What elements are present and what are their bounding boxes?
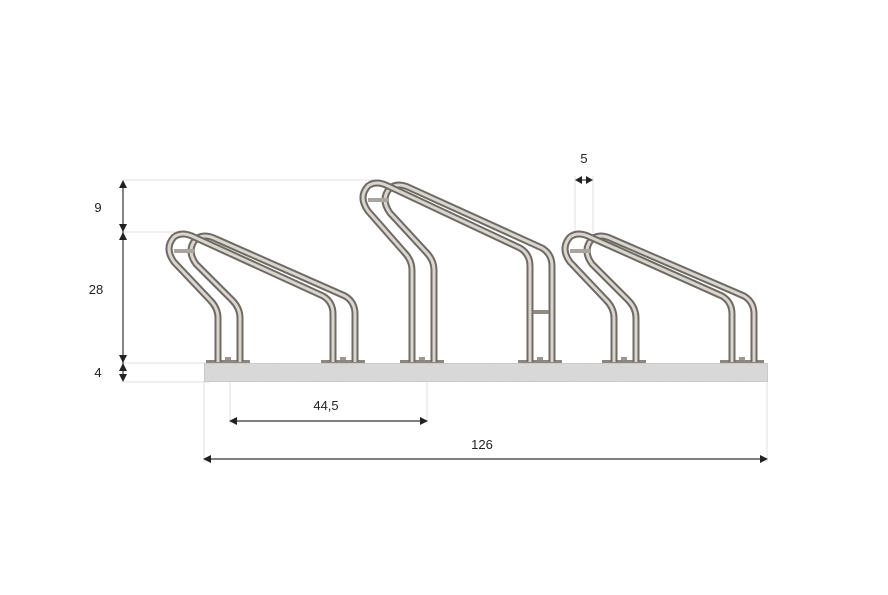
bolt [537,357,543,360]
foot-plate [400,360,444,363]
rack-1 [165,230,365,363]
bolt [419,357,425,360]
dim-tube-spacing: 5 [580,151,587,166]
tube-spacing-dimension [575,176,593,184]
racks [165,179,764,363]
tube [167,232,335,362]
cross-bar [533,310,549,314]
bolt [340,357,346,360]
total-length-dimension [203,455,768,463]
rack-3 [561,230,764,363]
foot-plate [602,360,646,363]
dim-rack-height: 28 [89,282,103,297]
foot-plate [321,360,365,363]
dim-base-height: 4 [94,365,101,380]
extension-lines [123,176,768,462]
foot-plate [720,360,764,363]
top-connector [570,249,590,253]
bay-spacing-dimension [229,417,428,425]
bolt [225,357,231,360]
tube [563,232,734,362]
vertical-dimensions [119,180,127,382]
tube [361,181,532,362]
bolt [621,357,627,360]
dim-bay-spacing: 44,5 [313,398,338,413]
base-plate [203,362,769,383]
top-connector [368,198,388,202]
dim-top-offset: 9 [94,200,101,215]
dim-total-length: 126 [471,437,493,452]
rack-2 [359,179,562,363]
foot-plate [206,360,250,363]
top-connector [174,249,194,253]
bolt [739,357,745,360]
foot-plate [518,360,562,363]
